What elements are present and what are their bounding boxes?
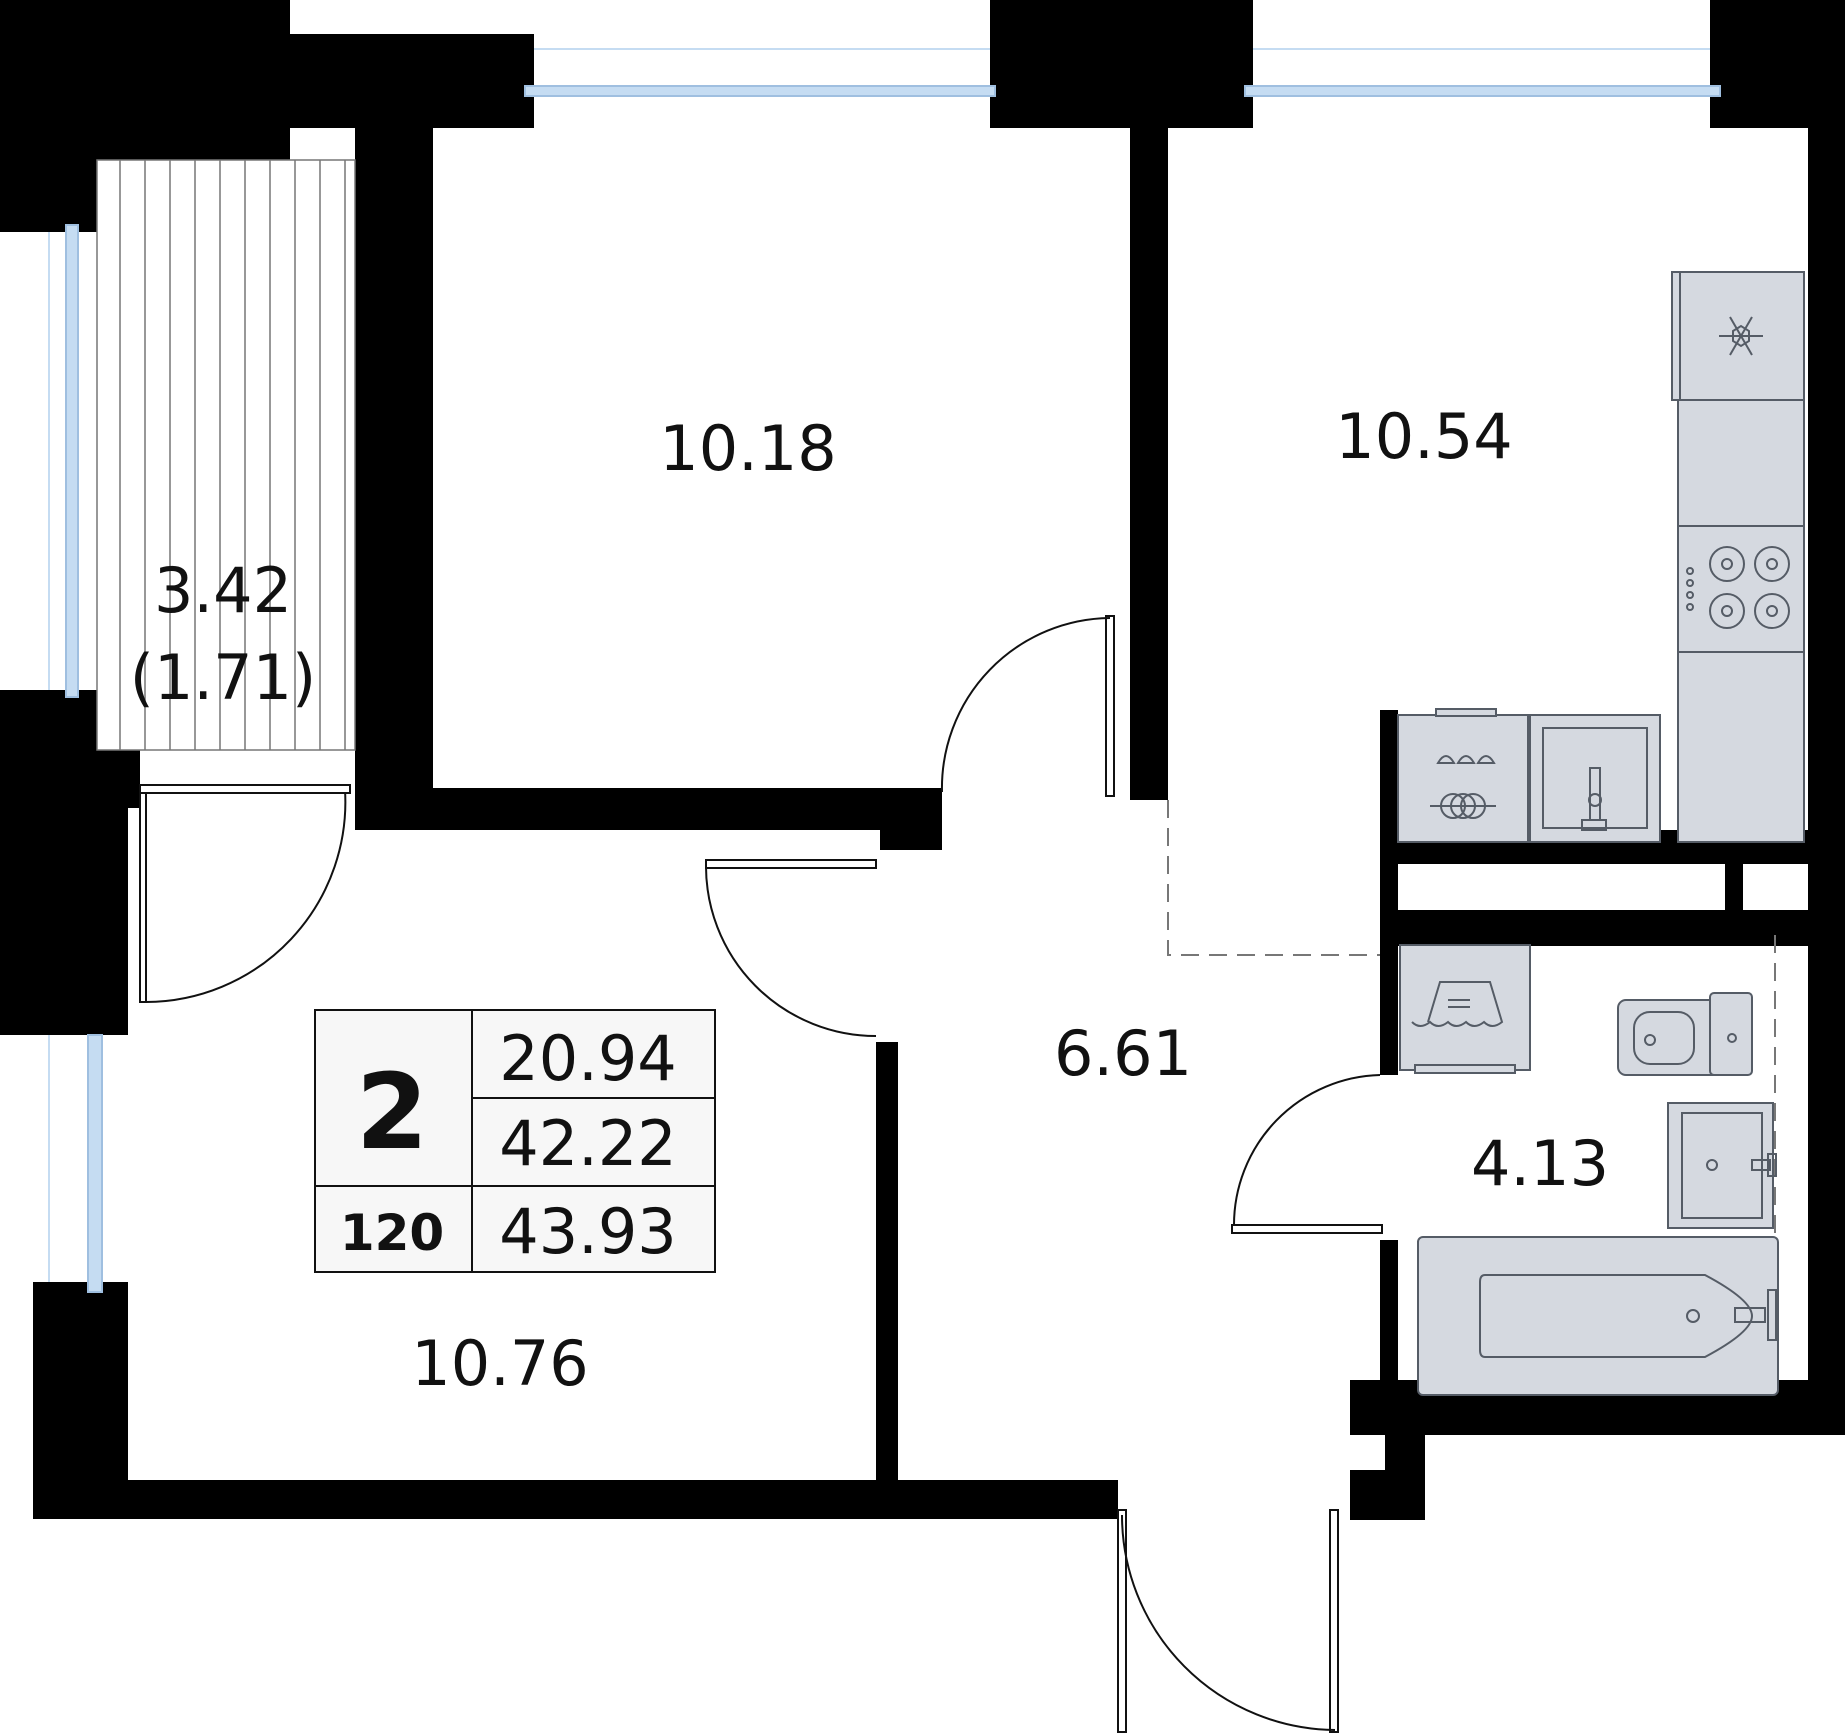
hall-area: 6.61 (1054, 1017, 1192, 1090)
toilet-icon (1633, 1011, 1737, 1065)
washing-machine-icon (1411, 981, 1504, 1027)
kitchen-boundary (1167, 800, 1380, 956)
living-area: 10.76 (411, 1327, 589, 1400)
living-area-total: 20.94 (499, 1022, 677, 1095)
washing-machine-icon (1430, 755, 1496, 819)
snowflake-icon (1719, 316, 1763, 356)
total-area-with-balcony: 43.93 (499, 1195, 677, 1268)
info-box: 2 120 20.94 42.22 43.93 (314, 1009, 716, 1273)
balcony-area-reduced: (1.71) (130, 641, 316, 714)
bathtub (1417, 1236, 1779, 1396)
total-area: 42.22 (499, 1107, 677, 1180)
rooms-count: 2 (356, 1051, 428, 1173)
kitchen-details (1430, 316, 1790, 831)
bedroom-area: 10.18 (659, 412, 837, 485)
sink-icon (1542, 727, 1648, 831)
bathroom-area: 4.13 (1471, 1127, 1609, 1200)
stove (1677, 525, 1805, 653)
bathtub-icon (1479, 1274, 1777, 1358)
kitchen-area: 10.54 (1335, 400, 1513, 473)
doors (139, 615, 1383, 1733)
washbasin-icon (1706, 1153, 1777, 1177)
stove-icon (1686, 546, 1790, 629)
balcony (96, 159, 356, 751)
bathroom-details (1411, 981, 1777, 1358)
windows (48, 48, 1721, 1293)
dishwasher (1397, 714, 1529, 843)
washbasin (1667, 1102, 1774, 1229)
walls (0, 0, 1845, 1520)
apartment-number: 120 (340, 1204, 444, 1262)
balcony-area: 3.42 (154, 554, 292, 627)
kitchen-sink (1529, 714, 1661, 843)
kitchen-fixtures (1397, 271, 1805, 843)
